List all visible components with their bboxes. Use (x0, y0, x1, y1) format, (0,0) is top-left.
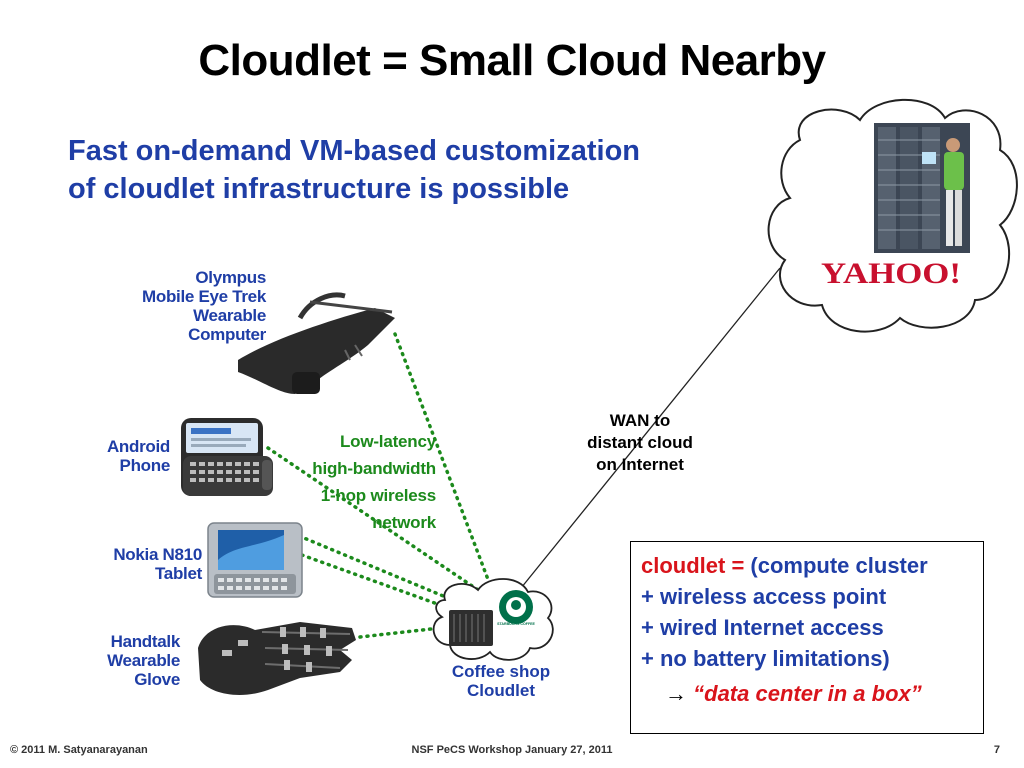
wireless-link-tablet-lower (300, 553, 445, 608)
nokia-label-line-2: Tablet (154, 564, 202, 583)
footer-copyright: © 2011 M. Satyanarayanan (10, 744, 148, 756)
wireless-link-glove (358, 626, 442, 639)
wan-label-line-1: WAN to (609, 411, 671, 430)
coffee-shop-cloudlet-label: Coffee shop Cloudlet (436, 662, 566, 700)
definition-quote: “data center in a box” (693, 681, 922, 706)
slide-subtitle: Fast on-demand VM-based customization of… (68, 132, 640, 208)
definition-line-1: cloudlet = (compute cluster (641, 550, 983, 581)
eyetrek-glasses-image (238, 292, 395, 394)
definition-line-1-rest: (compute cluster (750, 553, 928, 578)
wan-label-line-2: distant cloud (587, 433, 693, 452)
starbucks-logo: STARBUCKS COFFEE (497, 590, 536, 626)
network-label-line-1: Low-latency (339, 432, 436, 451)
wireless-link-tablet-upper (278, 526, 462, 605)
nokia-device-label: Nokia N810 Tablet (113, 545, 202, 583)
coffee-label-line-2: Cloudlet (467, 681, 535, 700)
olympus-label-line-4: Computer (188, 325, 266, 344)
slide-title: Cloudlet = Small Cloud Nearby (198, 36, 826, 85)
glove-label-line-3: Glove (134, 670, 180, 689)
svg-text:STARBUCKS COFFEE: STARBUCKS COFFEE (497, 622, 535, 626)
cloudlet-definition-box: cloudlet = (compute cluster + wireless a… (630, 541, 984, 734)
android-phone-image (181, 418, 273, 496)
wireless-network-label: Low-latency high-bandwidth 1-hop wireles… (312, 428, 436, 536)
datacenter-photo (874, 123, 970, 253)
definition-line-2: + wireless access point (641, 584, 887, 609)
glove-label-line-1: Handtalk (110, 632, 181, 651)
coffee-label-line-1: Coffee shop (451, 662, 551, 681)
wan-label-line-3: on Internet (596, 455, 684, 474)
yahoo-logo: YAHOO! (821, 257, 961, 290)
definition-term: cloudlet = (641, 553, 745, 578)
olympus-device-label: Olympus Mobile Eye Trek Wearable Compute… (142, 268, 266, 344)
network-label-line-4: network (372, 513, 436, 532)
android-label-line-2: Phone (119, 456, 171, 475)
subtitle-line-2: of cloudlet infrastructure is possible (68, 173, 570, 205)
definition-line-4: + no battery limitations) (641, 646, 890, 671)
olympus-label-line-1: Olympus (195, 268, 266, 287)
definition-line-3: + wired Internet access (641, 615, 884, 640)
definition-quote-row: → “data center in a box” (641, 678, 983, 709)
handtalk-glove-image (198, 622, 356, 695)
network-label-line-3: 1-hop wireless (320, 486, 436, 505)
blade-server-icon (449, 610, 493, 646)
nokia-label-line-1: Nokia N810 (113, 545, 202, 564)
olympus-label-line-2: Mobile Eye Trek (142, 287, 266, 306)
nokia-tablet-image (207, 522, 303, 598)
wireless-link-phone (266, 446, 486, 596)
android-label-line-1: Android (106, 437, 170, 456)
wan-link-line (516, 267, 781, 594)
wan-label: WAN to distant cloud on Internet (572, 410, 708, 476)
cloudlet-cloud: STARBUCKS COFFEE (432, 578, 554, 661)
android-device-label: Android Phone (107, 437, 170, 475)
footer-event: NSF PeCS Workshop January 27, 2011 (411, 744, 613, 756)
right-arrow-icon: → (665, 681, 687, 706)
subtitle-line-1: Fast on-demand VM-based customization (68, 135, 640, 167)
glove-label-line-2: Wearable (107, 651, 180, 670)
olympus-label-line-3: Wearable (193, 306, 266, 325)
network-label-line-2: high-bandwidth (312, 459, 436, 478)
wireless-links (266, 332, 494, 639)
glove-device-label: Handtalk Wearable Glove (107, 632, 180, 689)
footer-page-number: 7 (993, 744, 1000, 756)
